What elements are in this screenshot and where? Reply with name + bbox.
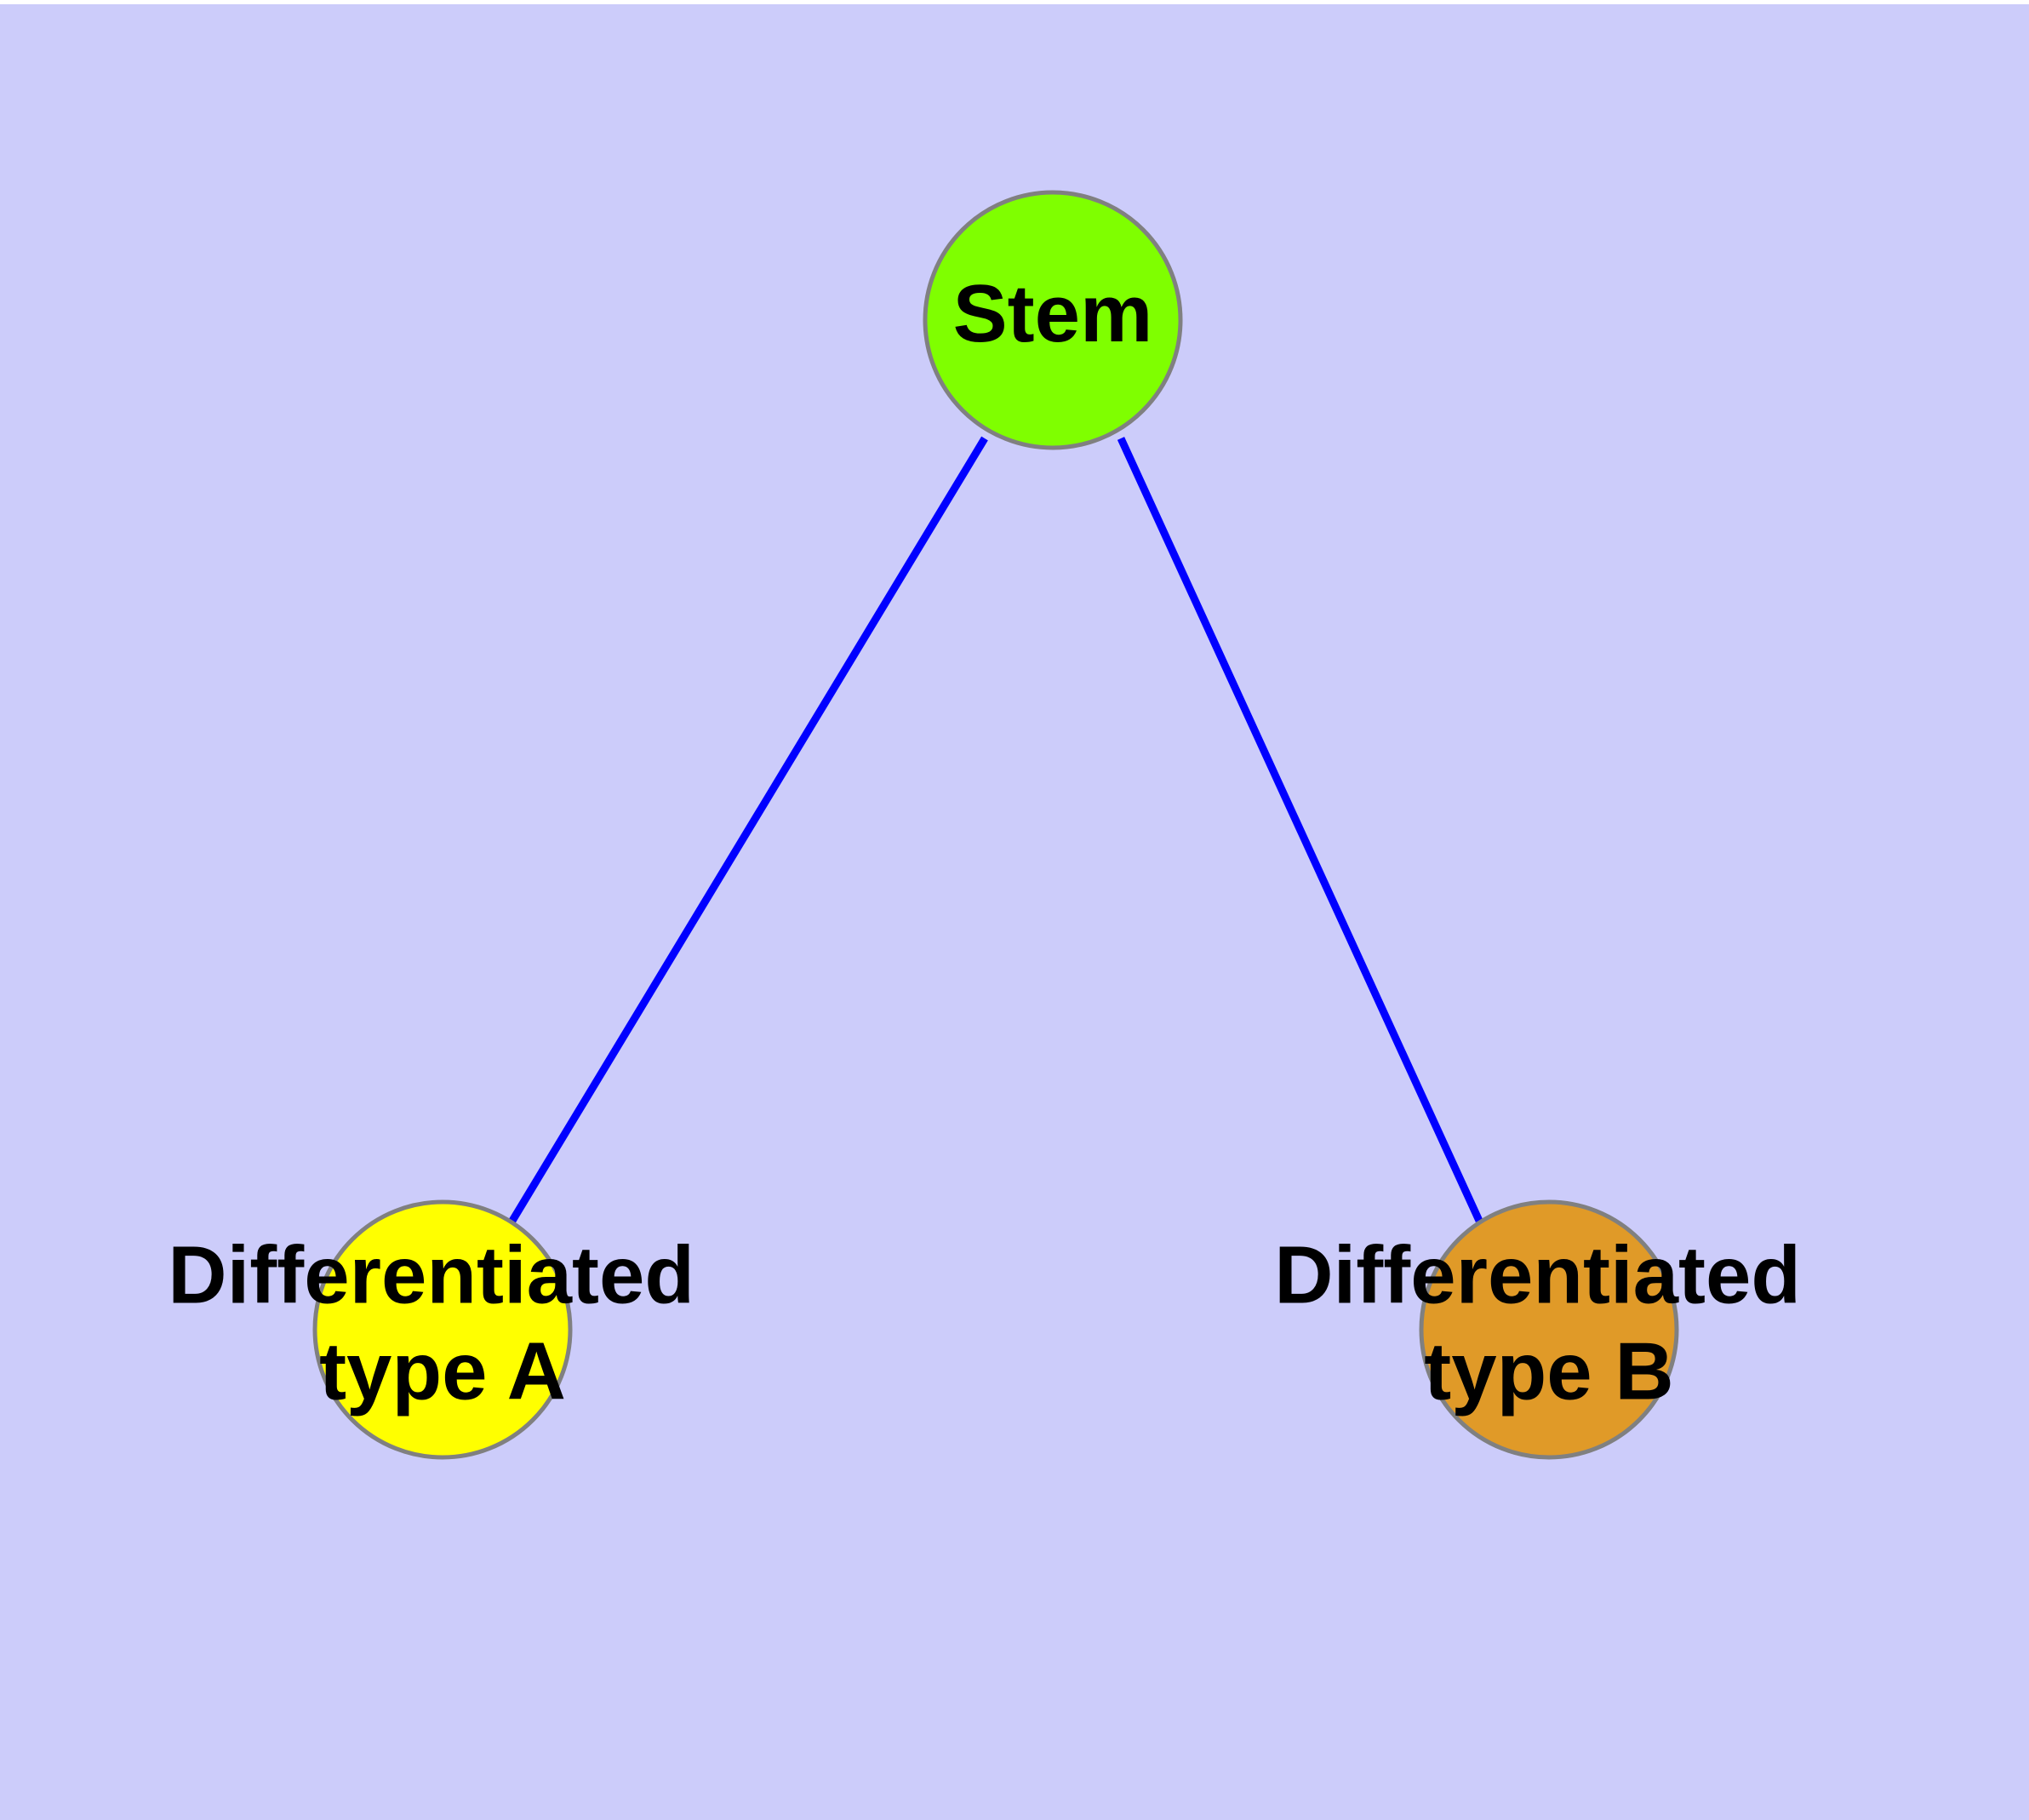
nodes-layer bbox=[312, 190, 1679, 1460]
node-differentiated-type-a-label: Differentiated type A bbox=[168, 1230, 717, 1417]
labels-layer: Stem Differentiated type A Differentiate… bbox=[168, 268, 1823, 1417]
node-stem-label-line-1: Stem bbox=[953, 268, 1153, 359]
node-differentiated-type-a[interactable] bbox=[312, 1199, 573, 1460]
canvas-top-strip bbox=[0, 0, 2029, 4]
edge-stem-to-differentiated-type-b[interactable] bbox=[1117, 437, 1483, 1222]
node-differentiated-type-a-circle[interactable] bbox=[312, 1199, 573, 1460]
node-differentiated-type-b-label: Differentiated type B bbox=[1274, 1230, 1823, 1417]
node-differentiated-type-b-label-line-1: Differentiated bbox=[1274, 1230, 1801, 1321]
edges-layer bbox=[509, 436, 1483, 1223]
node-stem[interactable] bbox=[923, 190, 1183, 450]
node-stem-circle[interactable] bbox=[923, 190, 1183, 450]
node-differentiated-type-b-label-line-2: type B bbox=[1424, 1326, 1673, 1417]
node-differentiated-type-b[interactable] bbox=[1419, 1199, 1679, 1460]
node-stem-label: Stem bbox=[953, 268, 1153, 359]
node-differentiated-type-a-label-line-1: Differentiated bbox=[168, 1230, 694, 1321]
node-differentiated-type-a-label-line-2: type A bbox=[319, 1326, 566, 1417]
node-differentiated-type-b-circle[interactable] bbox=[1419, 1199, 1679, 1460]
edge-stem-to-differentiated-type-a[interactable] bbox=[509, 436, 988, 1223]
